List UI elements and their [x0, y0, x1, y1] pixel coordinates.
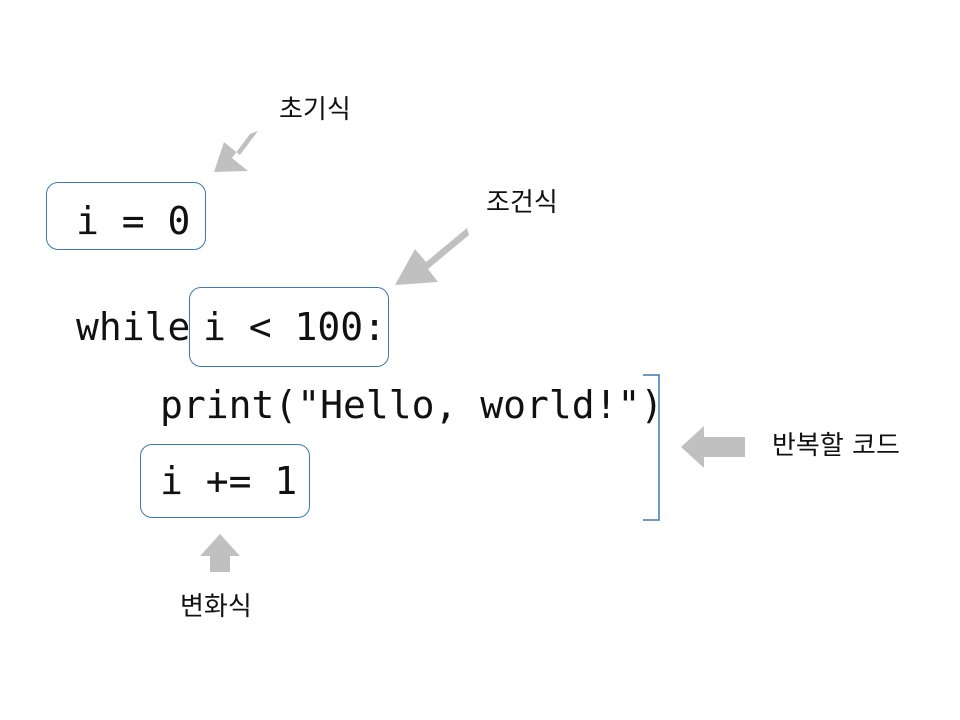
- body-arrow-icon: [681, 426, 745, 468]
- while-keyword: while: [76, 305, 191, 349]
- condition-box: [189, 287, 389, 367]
- condition-arrow-icon: [395, 228, 469, 285]
- update-code: i += 1: [160, 459, 298, 503]
- body-bracket: [643, 374, 660, 521]
- update-arrow-icon: [200, 534, 240, 572]
- condition-label: 조건식: [486, 188, 558, 218]
- init-box: [46, 182, 206, 250]
- body-print-code: print("Hello, world!"): [160, 383, 664, 427]
- update-label: 변화식: [180, 592, 252, 622]
- init-arrow-icon: [214, 131, 258, 172]
- init-label: 초기식: [279, 95, 351, 125]
- body-label: 반복할 코드: [772, 431, 900, 461]
- update-box: [140, 444, 310, 518]
- init-code: i = 0: [76, 199, 191, 243]
- condition-code: i < 100:: [203, 305, 387, 349]
